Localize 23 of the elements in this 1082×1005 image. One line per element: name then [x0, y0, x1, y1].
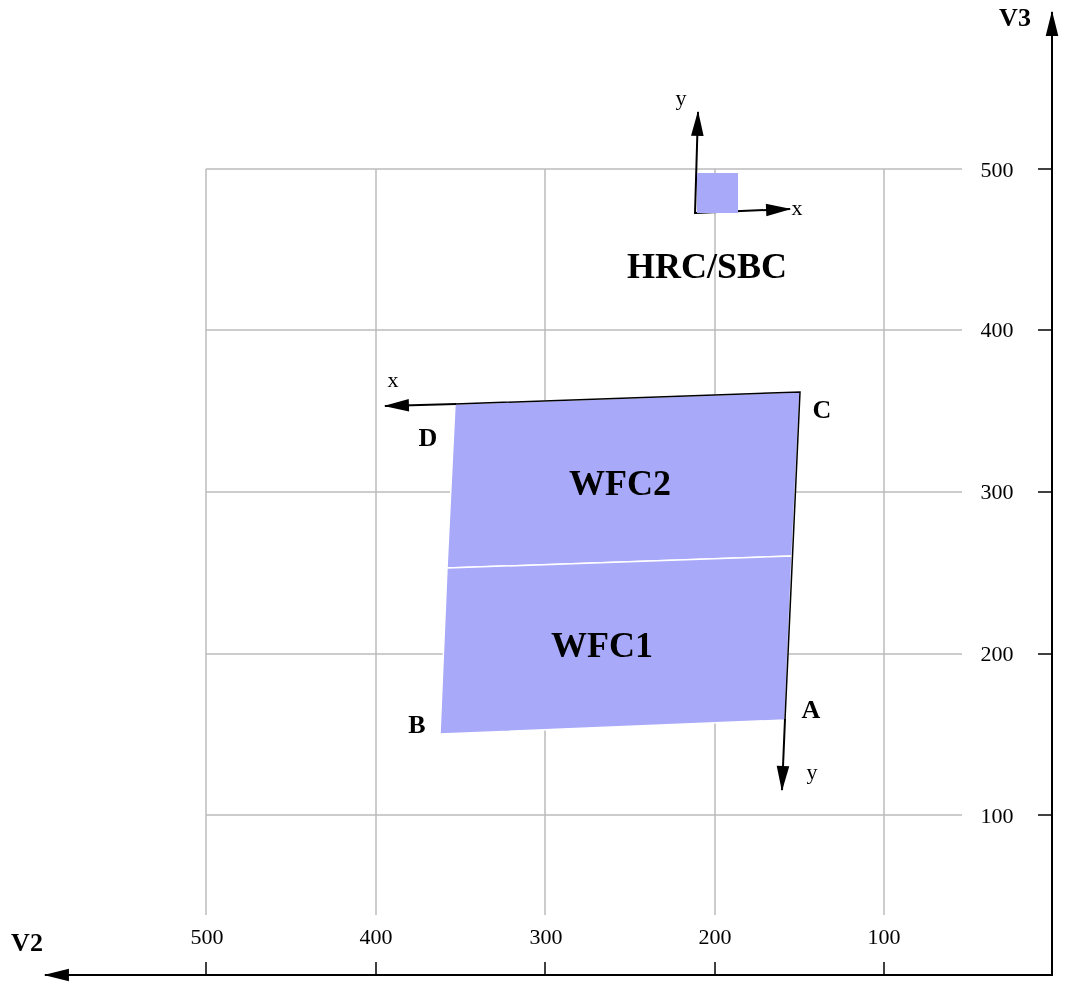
tick-label: 200 — [698, 926, 732, 948]
tick-label: 400 — [359, 926, 393, 948]
detector-label: WFC2 — [569, 465, 671, 501]
axis-label: A — [801, 697, 821, 723]
detector-label: HRC/SBC — [627, 248, 787, 284]
tick-label: 300 — [980, 481, 1014, 503]
tick-label: 400 — [980, 319, 1014, 341]
axis-label: x — [791, 197, 803, 219]
tick-label: 100 — [867, 926, 901, 948]
axis-label: x — [387, 369, 399, 391]
axis-label: y — [806, 761, 818, 783]
tick-label: 500 — [980, 159, 1014, 181]
axis-label: C — [812, 397, 832, 423]
tick-label: 500 — [190, 926, 224, 948]
axis-label: y — [675, 87, 687, 109]
axis-label: B — [408, 712, 426, 738]
tick-label: 100 — [980, 805, 1014, 827]
axis-label: D — [418, 425, 438, 451]
tick-label: 300 — [529, 926, 563, 948]
axis-label: V3 — [999, 5, 1031, 31]
tick-label: 200 — [980, 643, 1014, 665]
axis-label: V2 — [11, 930, 43, 956]
detector-label: WFC1 — [551, 627, 653, 663]
